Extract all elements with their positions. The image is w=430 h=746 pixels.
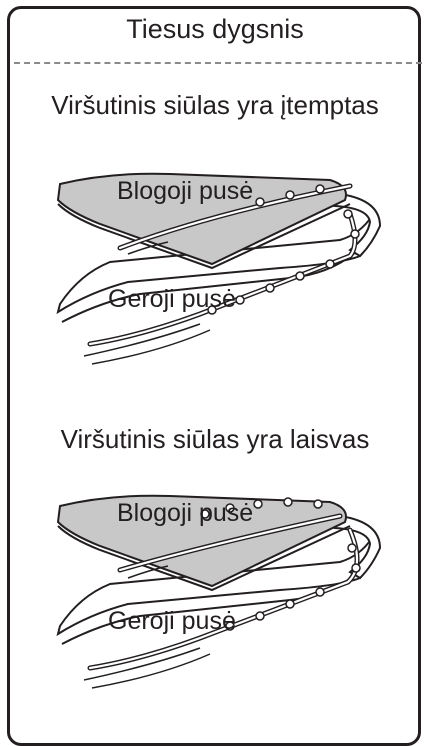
wrong-side-label: Blogoji pusė xyxy=(117,499,253,527)
loose-thread-illustration: Blogoji pusė Geroji pusė xyxy=(0,486,430,706)
right-side-label: Geroji pusė xyxy=(108,285,236,313)
right-side-label: Geroji pusė xyxy=(108,607,236,635)
section-heading-tight: Viršutinis siūlas yra įtemptas xyxy=(0,90,430,121)
section-heading-loose: Viršutinis siūlas yra laisvas xyxy=(0,424,430,455)
tight-thread-illustration: Blogoji pusė Geroji pusė xyxy=(0,164,430,384)
panel-title: Tiesus dygsnis xyxy=(0,14,430,45)
title-divider xyxy=(14,62,422,64)
wrong-side-label: Blogoji pusė xyxy=(117,177,253,205)
